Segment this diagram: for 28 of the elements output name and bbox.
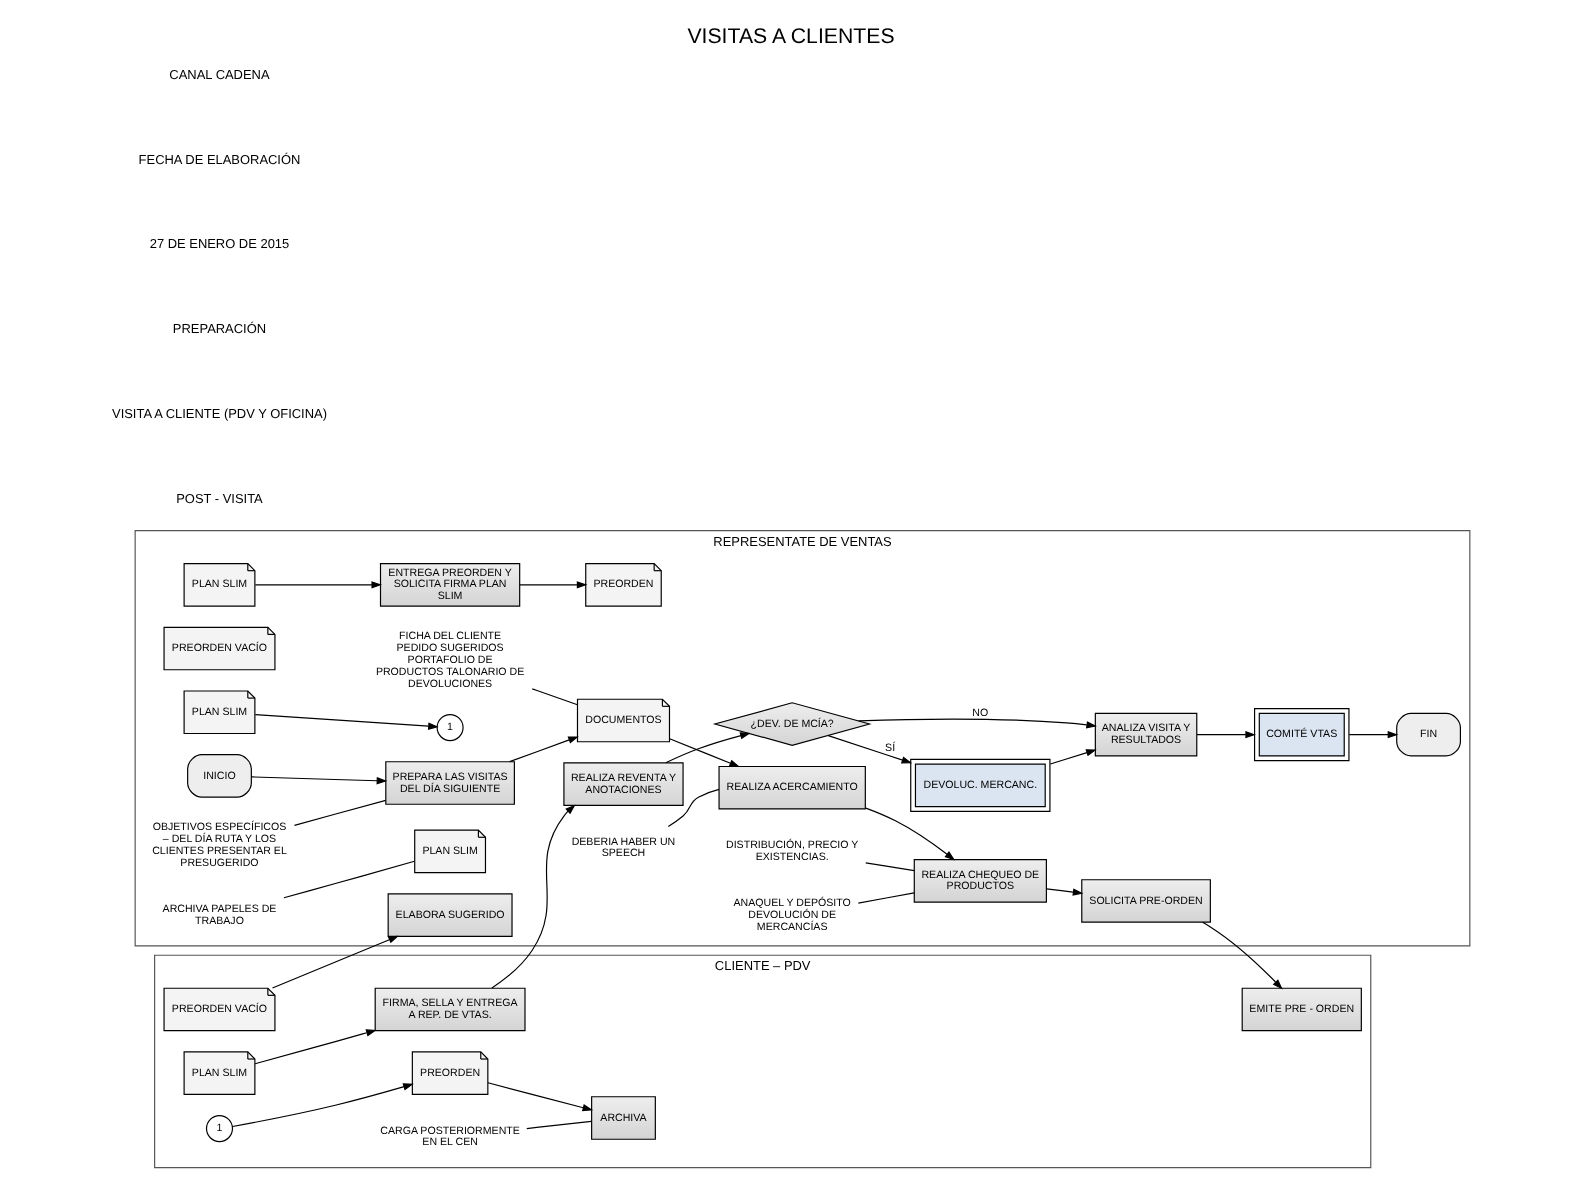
- arrow: [1049, 749, 1097, 765]
- arrow: [509, 736, 579, 763]
- diagram-title: VISITAS A CLIENTES: [687, 24, 895, 49]
- arrow: [1196, 730, 1256, 739]
- arrow: [827, 735, 913, 764]
- arrow: [865, 807, 956, 861]
- connector: [283, 860, 415, 899]
- connector: [865, 862, 915, 872]
- arrow: [250, 776, 388, 785]
- arrow: [1201, 921, 1283, 990]
- arrow: [858, 718, 1097, 729]
- arrow: [1045, 888, 1084, 896]
- arrow: [254, 581, 383, 589]
- arrow: [271, 935, 399, 989]
- connector: [857, 892, 915, 904]
- connector: [531, 688, 579, 706]
- arrow: [254, 1029, 377, 1065]
- arrow: [254, 713, 439, 730]
- arrow: [491, 804, 576, 989]
- connector: [667, 788, 720, 828]
- arrow: [519, 581, 588, 589]
- arrow: [231, 1083, 414, 1128]
- arrow: [1348, 730, 1399, 739]
- connector: [526, 1120, 592, 1130]
- connector: [293, 799, 387, 826]
- arrow: [669, 738, 740, 768]
- arrow: [487, 1082, 594, 1112]
- arrow: [665, 732, 751, 764]
